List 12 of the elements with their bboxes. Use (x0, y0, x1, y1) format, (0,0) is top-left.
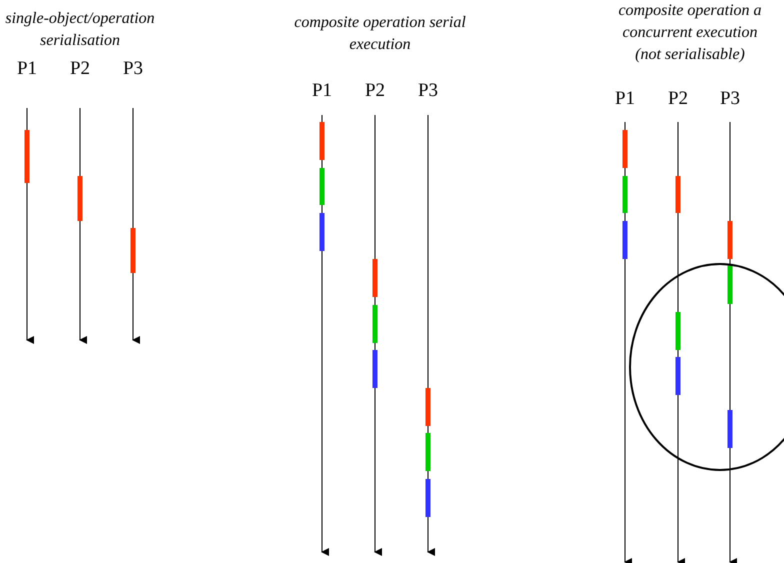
panel-heading: single-object/operation serialisation (4, 9, 156, 51)
process-label: P3 (720, 88, 740, 110)
process-label: P3 (122, 58, 144, 80)
process-label: P1 (312, 80, 332, 102)
panel-heading: composite operation a concurrent execution (not serialisable) (617, 1, 763, 65)
process-label: P1 (16, 58, 38, 80)
process-label: P2 (70, 58, 90, 80)
process-label: P3 (418, 80, 438, 102)
process-label: P2 (364, 80, 386, 102)
process-label: P1 (614, 88, 636, 110)
process-label: P2 (668, 88, 688, 110)
panel-heading: composite operation serial execution (293, 13, 467, 55)
